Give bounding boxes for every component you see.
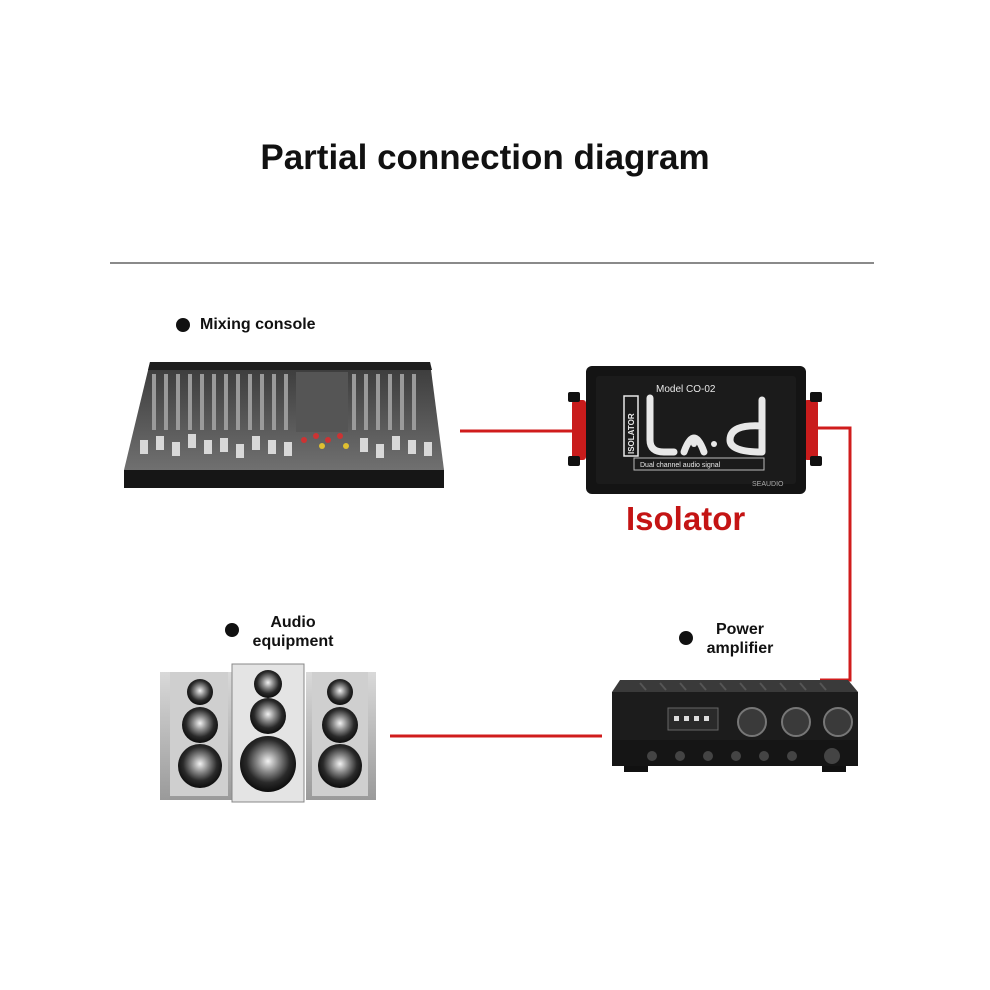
power-amplifier-label-line2: amplifier: [706, 640, 774, 657]
title-divider: [110, 262, 874, 264]
audio-equipment-label-line1: Audio: [270, 614, 316, 631]
mixing-console: [124, 362, 444, 488]
isolator-brand-text: ISOLATOR: [627, 413, 636, 454]
isolator-maker-text: SEAUDIO: [752, 481, 784, 488]
bullet-dot: [176, 318, 190, 332]
audio-equipment-label: Audio equipment: [238, 613, 348, 651]
mixing-console-label: Mixing console: [200, 316, 316, 333]
audio-equipment-speakers: [160, 663, 376, 803]
isolator-label: Isolator: [626, 500, 746, 537]
page-title: Partial connection diagram: [260, 138, 710, 177]
power-amplifier-label-line1: Power: [715, 621, 764, 638]
bullet-dot: [225, 623, 239, 637]
cable-isolator-to-amplifier: [818, 426, 852, 682]
bullet-dot: [679, 631, 693, 645]
power-amplifier: [612, 680, 858, 772]
isolator-device: [568, 366, 822, 494]
audio-equipment-label-line2: equipment: [252, 633, 334, 650]
isolator-model-text: Model CO-02: [656, 384, 716, 395]
power-amplifier-label: Power amplifier: [690, 620, 790, 658]
isolator-slogan-text: Dual channel audio signal: [640, 462, 721, 469]
